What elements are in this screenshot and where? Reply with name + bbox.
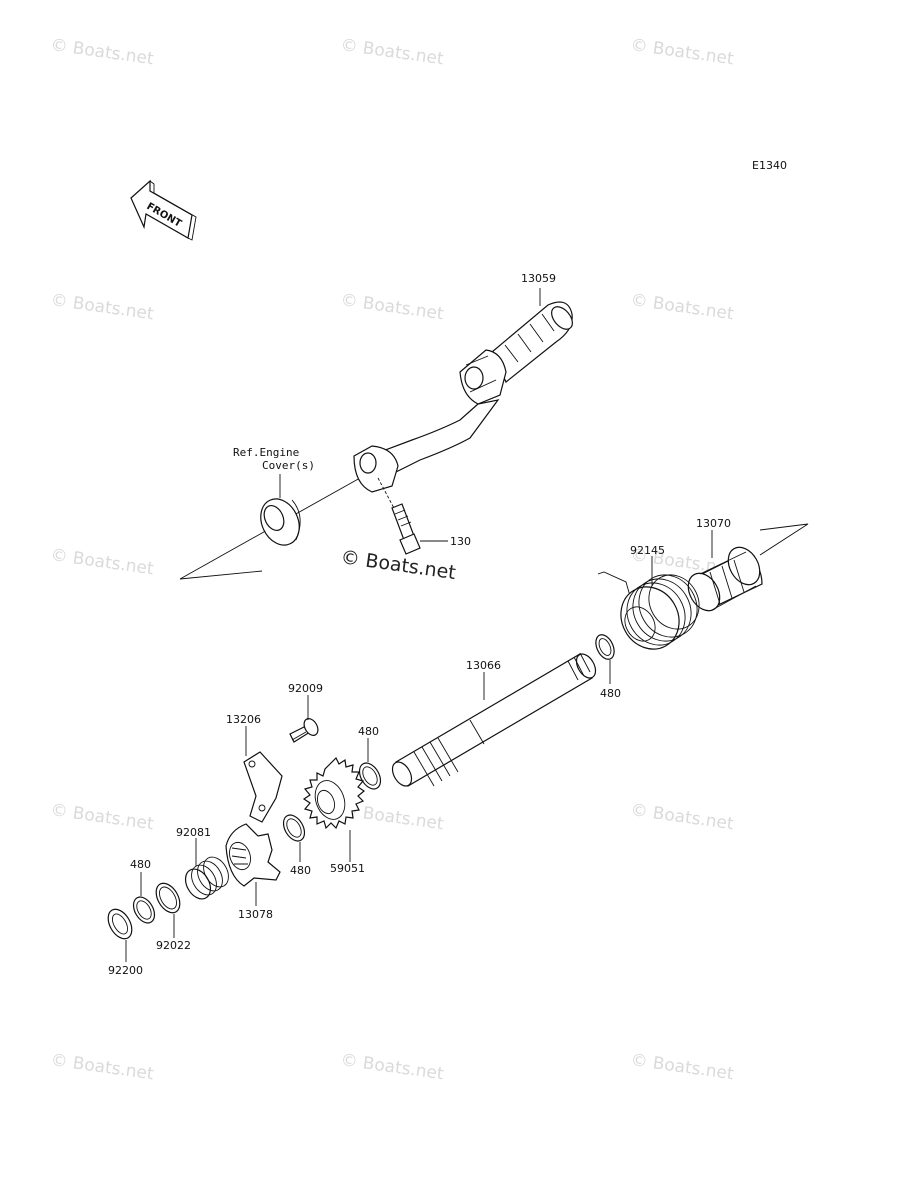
label-92022: 92022 <box>156 939 191 952</box>
watermark: © Boats.net <box>49 1050 155 1084</box>
label-480-shaft-left: 480 <box>358 725 379 738</box>
ratchet-13078 <box>225 823 281 887</box>
label-13066: 13066 <box>466 659 501 672</box>
kick-pedal <box>353 301 573 493</box>
watermark: © Boats.net <box>49 800 155 834</box>
kick-gear-59051 <box>302 756 366 830</box>
label-13078: 13078 <box>238 908 273 921</box>
ref-label-line2: Cover(s) <box>262 459 315 472</box>
watermark: © Boats.net <box>629 1050 735 1084</box>
guide-cover-13070 <box>687 546 763 612</box>
label-59051: 59051 <box>330 862 365 875</box>
circlip-480 <box>132 896 156 924</box>
oil-seal <box>260 498 301 546</box>
ref-line <box>179 570 263 580</box>
label-480-gear: 480 <box>290 864 311 877</box>
watermark: © Boats.net <box>339 35 445 69</box>
label-13206: 13206 <box>226 713 261 726</box>
front-arrow-icon: FRONT <box>130 179 197 241</box>
kick-shaft-13066 <box>391 652 597 787</box>
watermark: © Boats.net <box>49 35 155 69</box>
watermark: © Boats.net <box>629 35 735 69</box>
spring-92145 <box>597 571 700 650</box>
watermark: © Boats.net <box>629 800 735 834</box>
washer-92200 <box>107 908 133 940</box>
watermark-center: © Boats.net <box>339 546 457 584</box>
label-92081: 92081 <box>176 826 211 839</box>
label-480-shaft-right: 480 <box>600 687 621 700</box>
label-13059: 13059 <box>521 272 556 285</box>
label-130: 130 <box>450 535 471 548</box>
ref-label-line1: Ref.Engine <box>233 446 299 459</box>
washer-92022 <box>155 882 181 914</box>
circlip-480-gear <box>282 814 306 842</box>
spring-92081 <box>184 856 229 900</box>
watermark: © Boats.net <box>339 290 445 324</box>
label-92200: 92200 <box>108 964 143 977</box>
circlip-480-shaft-right <box>595 634 615 660</box>
watermark: © Boats.net <box>339 1050 445 1084</box>
label-92009: 92009 <box>288 682 323 695</box>
watermark: © Boats.net <box>49 545 155 579</box>
watermark: © Boats.net <box>629 290 735 324</box>
diagram-code: E1340 <box>752 159 787 172</box>
watermark: © Boats.net <box>49 290 155 324</box>
label-480: 480 <box>130 858 151 871</box>
label-13070: 13070 <box>696 517 731 530</box>
bolt-130 <box>377 477 421 555</box>
ref-line <box>759 523 809 556</box>
bolt-92009 <box>289 718 319 743</box>
plate-13206 <box>243 751 283 823</box>
label-92145: 92145 <box>630 544 665 557</box>
